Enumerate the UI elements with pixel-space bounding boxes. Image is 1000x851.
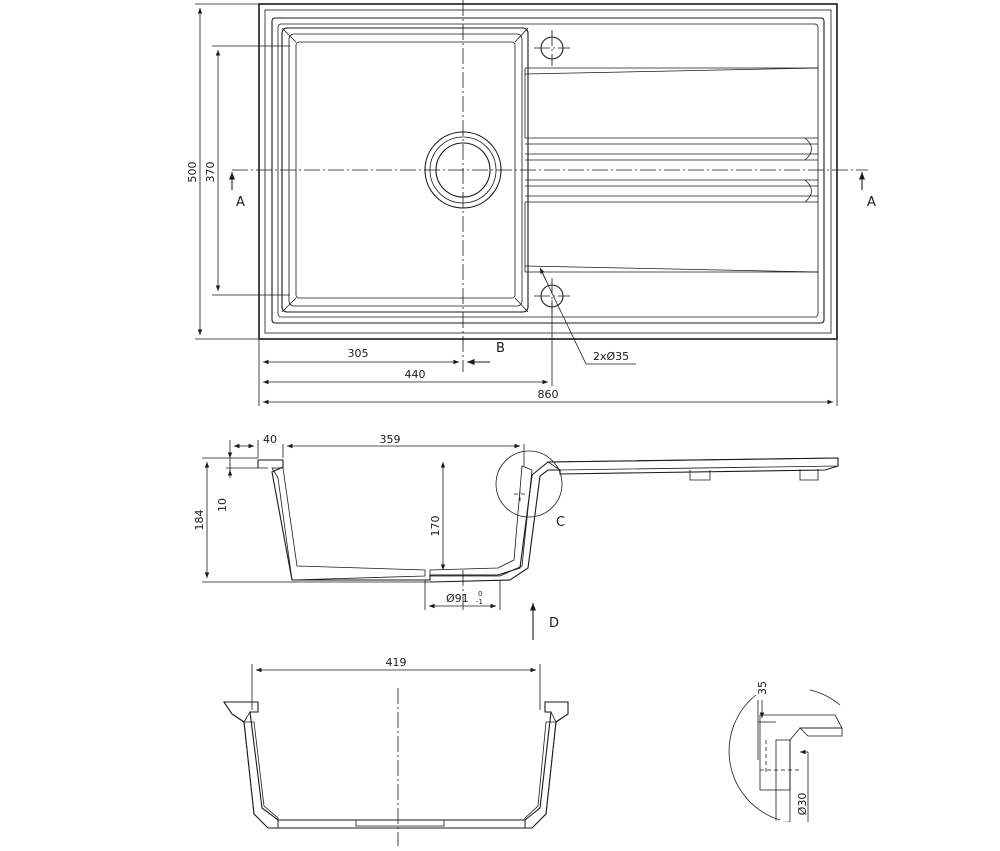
detail-label-b: B xyxy=(496,341,505,356)
sink-rim-inner xyxy=(264,9,832,334)
dim-detail-top: 35 xyxy=(756,681,769,695)
dim-inner-width: 359 xyxy=(380,433,401,446)
detail-c-view: 35 Ø30 xyxy=(728,681,843,822)
dim-detail-bottom: Ø30 xyxy=(796,793,809,816)
top-view: A A 500 370 305 B 440 xyxy=(186,0,876,406)
dim-front-width: 419 xyxy=(386,656,407,669)
sink-rim-line xyxy=(277,23,819,318)
dimension-detail-35: 35 xyxy=(756,681,776,760)
dim-drain-tol-upper: 0 xyxy=(478,590,482,598)
hole-leader: 2xØ35 xyxy=(539,267,636,365)
sink-rim-edge xyxy=(271,17,825,324)
sink-profile-outer xyxy=(257,457,839,583)
dim-bowl-depth: 170 xyxy=(429,516,442,537)
dimension-drain: Ø91 0 -1 xyxy=(424,580,501,610)
dimension-500: 500 xyxy=(186,3,258,340)
dim-hole-offset: 440 xyxy=(405,368,426,381)
bowl-profile xyxy=(222,701,569,829)
dimension-184: 184 xyxy=(193,457,430,583)
detail-c-circle xyxy=(495,450,563,518)
dim-overall-width: 860 xyxy=(538,388,559,401)
dim-drain: Ø91 xyxy=(446,592,469,605)
dim-holes: 2xØ35 xyxy=(593,350,629,363)
dimension-419: 419 xyxy=(251,656,541,710)
dimension-detail-30: Ø30 xyxy=(796,749,809,822)
detail-label-c: C xyxy=(556,515,565,530)
dim-rim: 40 xyxy=(263,433,277,446)
view-label-d: D xyxy=(549,616,559,631)
dim-drain-tol-lower: -1 xyxy=(476,598,483,606)
dimension-10: 10 xyxy=(216,452,258,512)
sink-outline xyxy=(258,3,838,340)
section-label-left: A xyxy=(236,195,245,210)
dim-bowl-height: 370 xyxy=(204,162,217,183)
side-section: C 40 359 184 10 xyxy=(193,433,839,640)
dimension-860: 860 xyxy=(263,340,838,406)
dim-total-depth: 184 xyxy=(193,510,206,531)
dimension-170: 170 xyxy=(429,462,446,570)
dim-overall-height: 500 xyxy=(186,162,199,183)
dim-bowl-width: 305 xyxy=(348,347,369,360)
dimension-305: 305 B xyxy=(258,340,505,406)
front-section: 419 xyxy=(222,656,569,846)
dimension-40: 40 xyxy=(229,433,277,466)
dimension-370: 370 xyxy=(204,45,290,296)
section-label-right: A xyxy=(867,195,876,210)
dim-flange: 10 xyxy=(216,498,229,512)
dimension-440: 440 xyxy=(263,300,553,386)
drainer-grooves xyxy=(524,67,819,273)
dimension-359: 359 xyxy=(282,433,525,466)
